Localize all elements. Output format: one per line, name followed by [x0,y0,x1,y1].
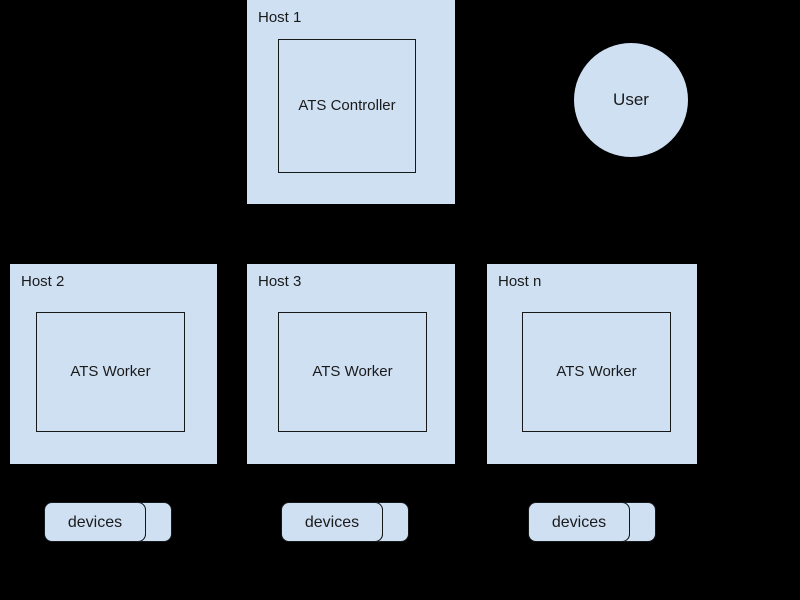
ats-worker-n-box[interactable]: ATS Worker [522,312,671,432]
host-3-label: Host 3 [258,273,302,290]
ats-worker-3-label: ATS Worker [312,363,393,380]
host-3-box[interactable]: Host 3 ATS Worker [247,264,455,464]
devices-label: devices [67,513,123,531]
host-1-label: Host 1 [258,9,302,26]
device-card-front[interactable]: devices [281,502,383,542]
host-2-box[interactable]: Host 2 ATS Worker [10,264,217,464]
device-card-front[interactable]: devices [528,502,630,542]
devices-label: devices [304,513,360,531]
user-actor-label: User [613,90,649,109]
host-2-label: Host 2 [21,273,65,290]
devices-stack-host-3[interactable]: devices [281,502,409,542]
ats-worker-2-label: ATS Worker [70,363,151,380]
ats-worker-3-box[interactable]: ATS Worker [278,312,427,432]
user-actor-circle[interactable]: User [574,43,688,157]
devices-stack-host-2[interactable]: devices [44,502,172,542]
ats-worker-2-box[interactable]: ATS Worker [36,312,185,432]
host-n-box[interactable]: Host n ATS Worker [487,264,697,464]
host-n-label: Host n [498,273,542,290]
ats-worker-n-label: ATS Worker [556,363,637,380]
ats-controller-label: ATS Controller [298,97,396,114]
device-card-front[interactable]: devices [44,502,146,542]
ats-controller-box[interactable]: ATS Controller [278,39,416,173]
devices-stack-host-n[interactable]: devices [528,502,656,542]
devices-label: devices [551,513,607,531]
host-1-box[interactable]: Host 1 ATS Controller [247,0,455,204]
